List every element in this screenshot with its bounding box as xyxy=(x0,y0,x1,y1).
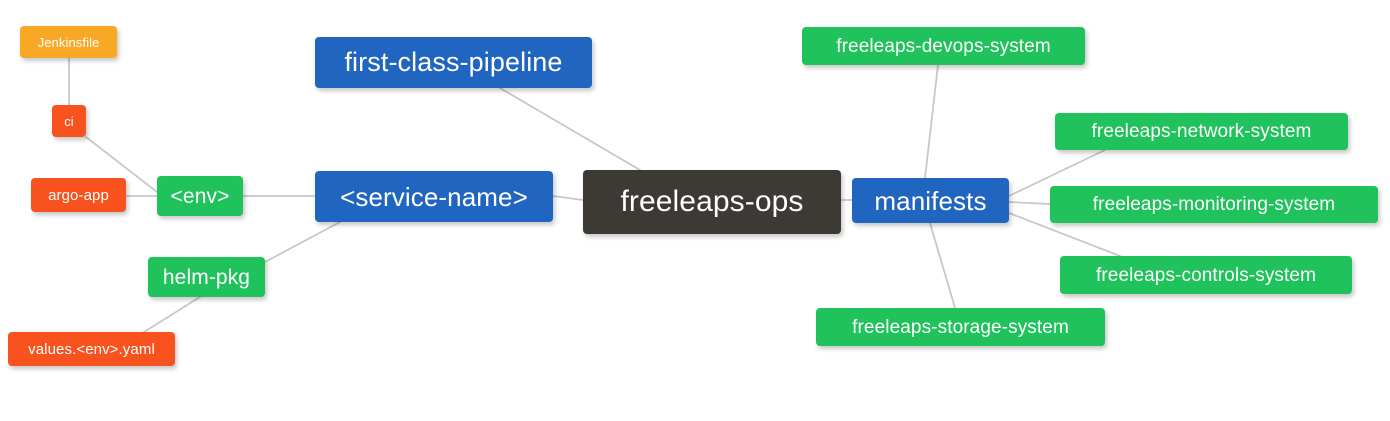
node-manifests[interactable]: manifests xyxy=(852,178,1009,223)
node-freeleaps-storage-system[interactable]: freeleaps-storage-system xyxy=(816,308,1105,346)
node-freeleaps-controls-system[interactable]: freeleaps-controls-system xyxy=(1060,256,1352,294)
edge-service-name-to-freeleaps-ops xyxy=(552,195,584,201)
edge-helm-pkg-to-values-yaml xyxy=(143,296,201,333)
node-freeleaps-network-system[interactable]: freeleaps-network-system xyxy=(1055,113,1348,150)
node-ci[interactable]: ci xyxy=(52,105,86,137)
node-first-class-pipeline[interactable]: first-class-pipeline xyxy=(315,37,592,88)
node-jenkinsfile[interactable]: Jenkinsfile xyxy=(20,26,117,58)
edge-first-class-pipeline-to-freeleaps-ops xyxy=(499,87,641,171)
node-freeleaps-ops[interactable]: freeleaps-ops xyxy=(583,170,841,234)
node-service-name[interactable]: <service-name> xyxy=(315,171,553,222)
node-helm-pkg[interactable]: helm-pkg xyxy=(148,257,265,297)
edge-ci-to-env xyxy=(85,136,158,193)
node-freeleaps-monitoring-system[interactable]: freeleaps-monitoring-system xyxy=(1050,186,1378,223)
edge-manifests-to-freeleaps-storage-system xyxy=(929,222,956,309)
node-env[interactable]: <env> xyxy=(157,176,243,216)
node-argo-app[interactable]: argo-app xyxy=(31,178,126,212)
node-values-yaml[interactable]: values.<env>.yaml xyxy=(8,332,175,366)
edge-manifests-to-freeleaps-network-system xyxy=(1008,149,1106,197)
edge-manifests-to-freeleaps-devops-system xyxy=(924,64,939,179)
node-freeleaps-devops-system[interactable]: freeleaps-devops-system xyxy=(802,27,1085,65)
edge-service-name-to-helm-pkg xyxy=(264,221,341,263)
edge-manifests-to-freeleaps-monitoring-system xyxy=(1008,201,1051,205)
edge-manifests-to-freeleaps-controls-system xyxy=(1008,212,1121,257)
